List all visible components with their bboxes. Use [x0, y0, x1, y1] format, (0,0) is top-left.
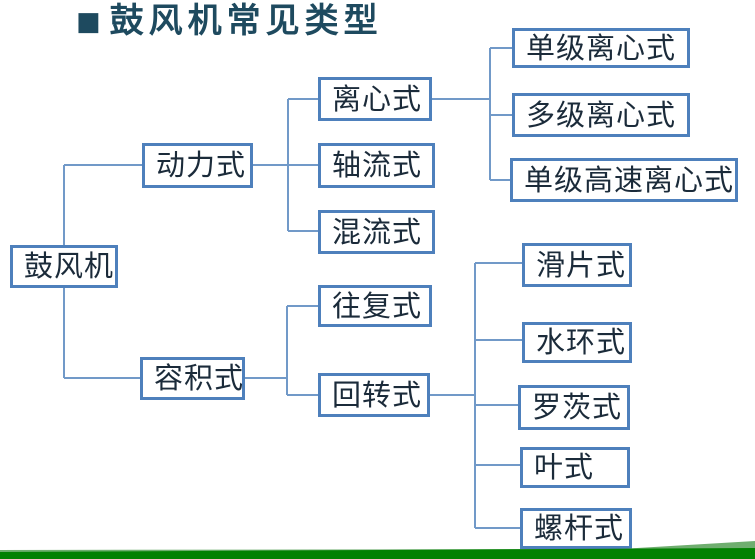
node-blower-root: 鼓风机	[10, 245, 118, 288]
node-vane: 叶式	[520, 447, 630, 488]
node-single-stage-high-speed-centrifugal: 单级高速离心式	[510, 158, 738, 202]
node-single-stage-centrifugal: 单级离心式	[512, 28, 690, 68]
node-reciprocating: 往复式	[318, 285, 432, 327]
node-positive-displacement: 容积式	[140, 357, 245, 400]
node-screw: 螺杆式	[520, 508, 632, 549]
node-sliding-vane: 滑片式	[522, 243, 632, 287]
node-roots: 罗茨式	[518, 385, 630, 430]
footer-dark-bar	[0, 548, 755, 559]
node-centrifugal: 离心式	[318, 77, 432, 121]
node-multi-stage-centrifugal: 多级离心式	[512, 93, 690, 137]
bullet-square-icon: ■	[76, 7, 101, 37]
page-title-text: 鼓风机常见类型	[109, 1, 383, 41]
node-rotary: 回转式	[318, 373, 430, 417]
node-mixed-flow: 混流式	[318, 210, 435, 254]
node-axial-flow: 轴流式	[318, 143, 435, 188]
page-title: ■ 鼓风机常见类型	[76, 4, 383, 38]
node-dynamic: 动力式	[142, 143, 253, 188]
footer-green-bar	[0, 541, 755, 559]
node-water-ring: 水环式	[522, 322, 632, 363]
